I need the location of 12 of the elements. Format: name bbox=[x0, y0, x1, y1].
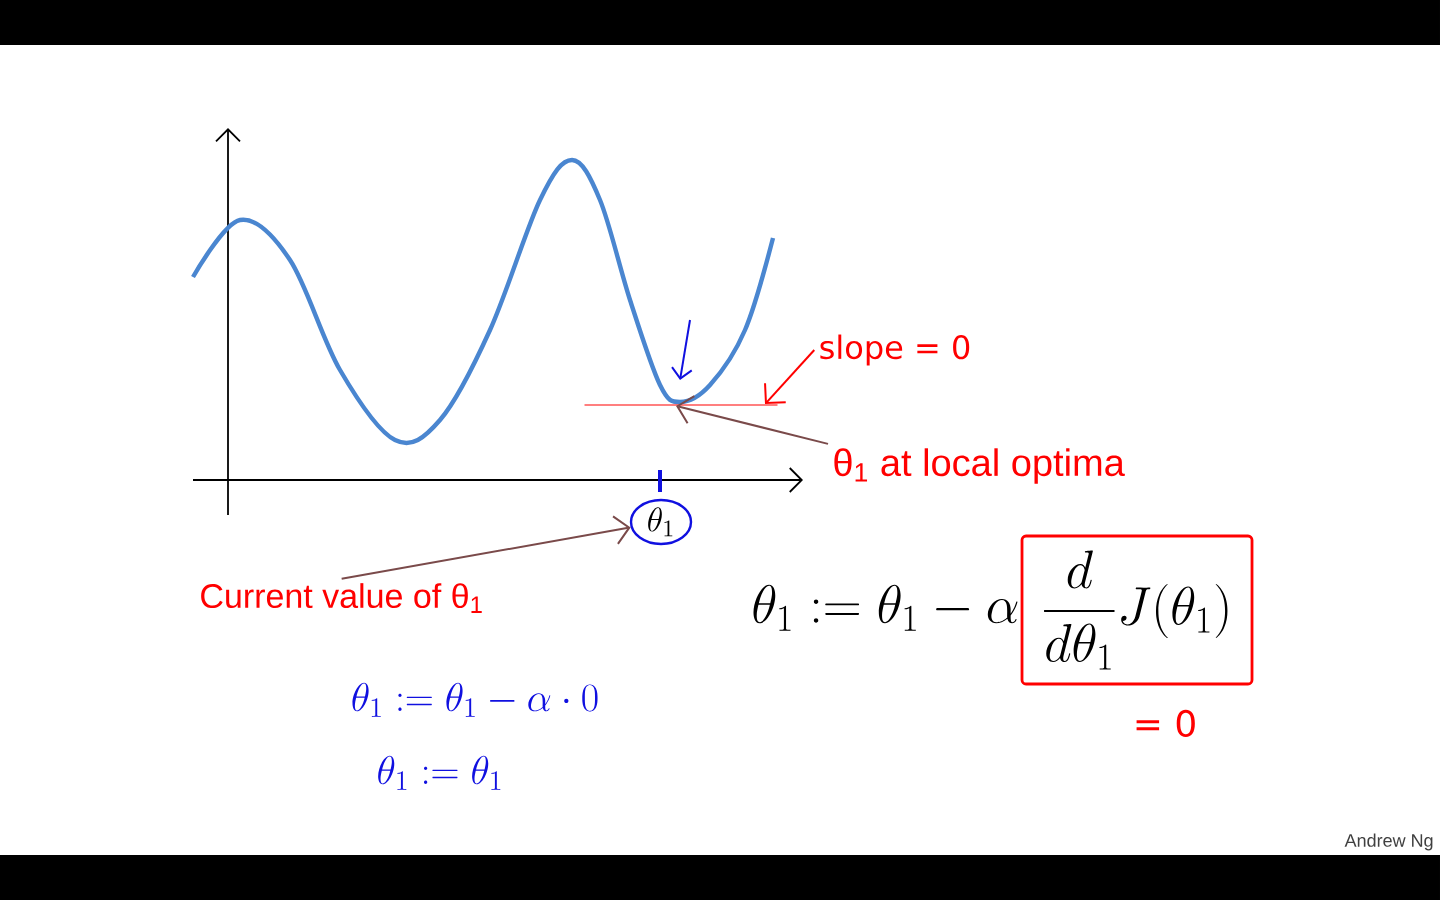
boxed-term: $\frac{d}{d\theta_1}J(\theta_1)$ bbox=[1020, 534, 1254, 686]
handwritten-note: slope = 0 bbox=[820, 334, 970, 366]
callout-text: θ$_{1}$ at local optima bbox=[834, 448, 1125, 484]
callout-text: Current value of θ$_{1}$ bbox=[201, 583, 482, 613]
leader-line bbox=[340, 515, 631, 580]
tangent-line bbox=[584, 404, 778, 406]
handwritten-formula: $\theta_1 := \theta_1 - \alpha \cdot 0$ bbox=[352, 682, 598, 717]
author-name: Andrew Ng bbox=[1344, 833, 1433, 851]
leader-line bbox=[764, 349, 816, 405]
handwritten-note: = 0 bbox=[1136, 709, 1195, 738]
leader-line bbox=[676, 395, 829, 445]
handwritten-formula: $\theta_1 := \theta_1$ bbox=[378, 755, 501, 790]
